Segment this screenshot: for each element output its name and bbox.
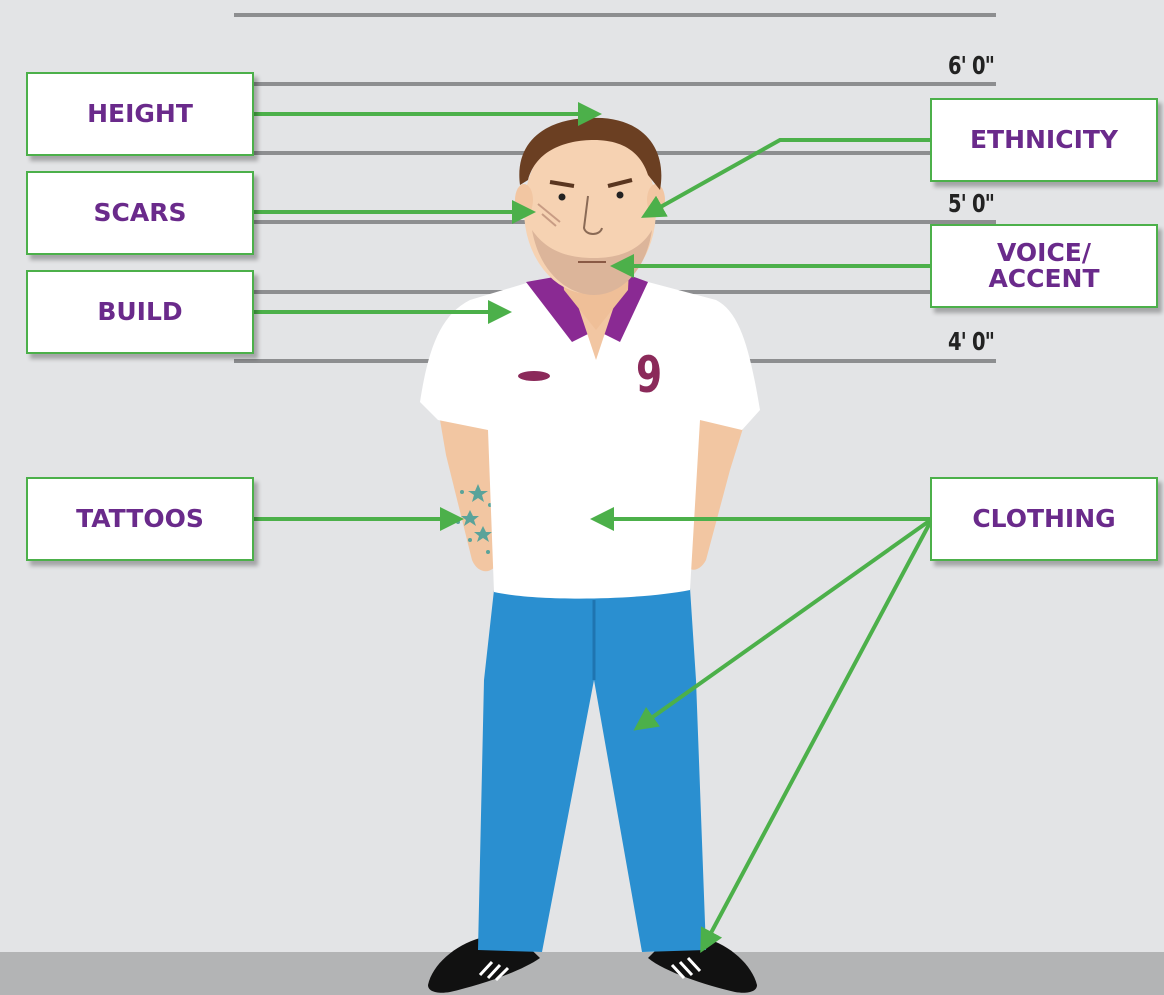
label-height-text: HEIGHT [87,101,193,127]
label-voice-line1: VOICE/ [997,240,1091,266]
shirt-number: 9 [636,346,662,404]
label-tattoos[interactable]: TATTOOS [26,477,254,561]
label-clothing[interactable]: CLOTHING [930,477,1158,561]
label-tattoos-text: TATTOOS [76,506,204,532]
label-scars-text: SCARS [94,200,187,226]
label-ethnicity[interactable]: ETHNICITY [930,98,1158,182]
label-build-text: BUILD [97,299,182,325]
label-scars[interactable]: SCARS [26,171,254,255]
label-ethnicity-text: ETHNICITY [970,127,1118,153]
label-height[interactable]: HEIGHT [26,72,254,156]
label-build[interactable]: BUILD [26,270,254,354]
label-voice-line2: ACCENT [988,266,1099,292]
label-voice-accent[interactable]: VOICE/ ACCENT [930,224,1158,308]
label-clothing-text: CLOTHING [972,506,1115,532]
jeans [478,588,706,952]
